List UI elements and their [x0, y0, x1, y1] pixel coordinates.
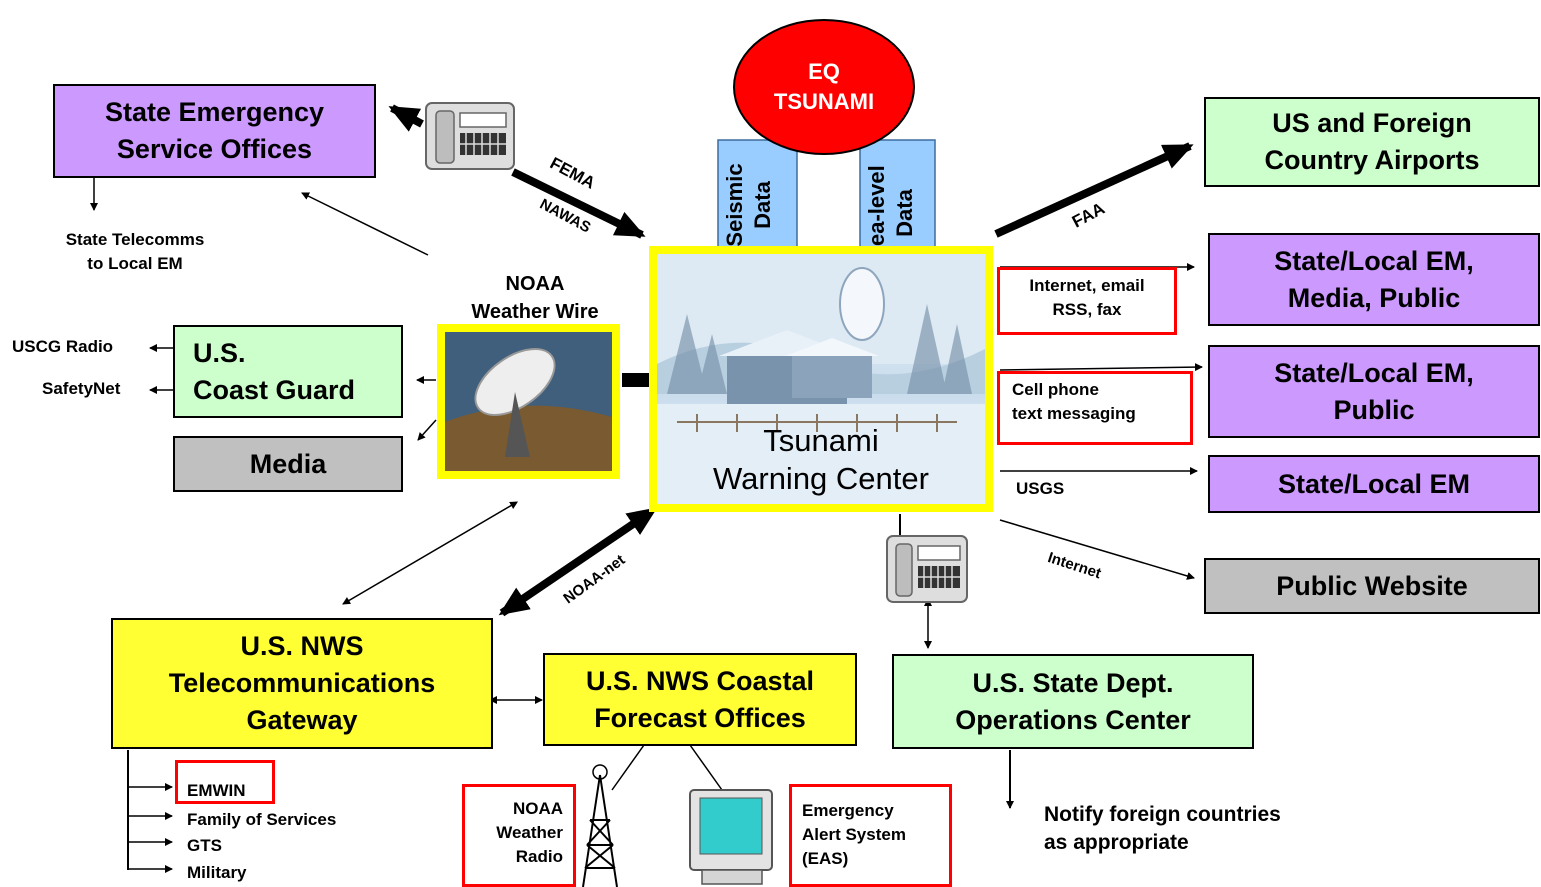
to-media-arrow — [417, 419, 437, 441]
coast-guard-box[interactable]: U.S. Coast Guard — [173, 325, 403, 418]
noaa-net-arrow — [498, 507, 658, 617]
fema-nawas-arrow — [511, 168, 646, 239]
emwin-highlight — [175, 760, 275, 804]
satellite-dish-image — [437, 324, 620, 479]
coastal-computer-line — [689, 744, 723, 791]
internet-email-channel: Internet, email RSS, fax — [997, 267, 1177, 335]
eas-box: Emergency Alert System (EAS) — [789, 784, 952, 887]
noaa-weather-wire-label: NOAA Weather Wire — [471, 273, 599, 323]
uscg-radio-note: USCG Radio — [12, 337, 114, 356]
phone-icon — [886, 535, 968, 603]
sealevel-label-1: Sea-level — [864, 165, 889, 260]
seismic-label-2: Data — [750, 180, 775, 228]
faa-label: FAA — [1069, 199, 1108, 232]
usgs-label: USGS — [1016, 479, 1065, 498]
internet-arrow — [999, 519, 1195, 580]
state-emergency-box[interactable]: State Emergency Service Offices — [53, 84, 376, 178]
sealevel-label-2: Data — [892, 188, 917, 236]
coastal-tower-line — [611, 744, 645, 791]
state-dept-box[interactable]: U.S. State Dept. Operations Center — [892, 654, 1254, 749]
wire-connector — [622, 373, 649, 387]
fax-phone-icon — [425, 102, 515, 170]
safetynet-note: SafetyNet — [42, 379, 121, 398]
noaa-to-state-arrow — [301, 192, 429, 256]
state-telecomms-note: State Telecomms to Local EM — [65, 230, 205, 273]
noaa-weather-radio-box: NOAA Weather Radio — [462, 784, 576, 887]
noaa-net-label: NOAA-net — [560, 551, 628, 607]
em-media-public-box[interactable]: State/Local EM, Media, Public — [1208, 233, 1540, 326]
computer-icon — [689, 789, 773, 885]
satellite-dish-icon — [445, 332, 612, 471]
nws-coastal-box[interactable]: U.S. NWS Coastal Forecast Offices — [543, 653, 857, 746]
radio-tower-icon — [582, 764, 618, 887]
internet-label: Internet — [1046, 549, 1104, 582]
media-box[interactable]: Media — [173, 436, 403, 492]
fax-to-state-arrow — [388, 104, 424, 132]
em-public-box[interactable]: State/Local EM, Public — [1208, 345, 1540, 438]
wire-gateway-arrow — [342, 501, 519, 605]
gateway-output-family: Family of Services — [187, 810, 337, 829]
notify-foreign-note: Notify foreign countries as appropriate — [1044, 803, 1281, 854]
eq-tsunami-event: EQ TSUNAMI — [733, 19, 915, 155]
airports-box[interactable]: US and Foreign Country Airports — [1204, 97, 1540, 187]
cell-phone-arrow — [999, 363, 1203, 372]
tsunami-warning-center[interactable]: Tsunami Warning Center — [649, 246, 993, 512]
nws-gateway-box[interactable]: U.S. NWS Telecommunications Gateway — [111, 618, 493, 749]
seismic-label-1: Seismic — [722, 163, 747, 246]
gateway-output-military: Military — [187, 863, 247, 882]
cell-phone-channel: Cell phone text messaging — [997, 371, 1193, 445]
public-website-box[interactable]: Public Website — [1204, 558, 1540, 614]
gateway-output-gts: GTS — [187, 836, 222, 855]
faa-arrow — [994, 142, 1194, 238]
center-label: Tsunami Warning Center — [713, 423, 929, 496]
gateway-output-emwin: EMWIN — [187, 781, 246, 800]
fema-label: FEMA — [547, 153, 598, 192]
center-building-image — [657, 254, 985, 504]
em-box[interactable]: State/Local EM — [1208, 455, 1540, 513]
